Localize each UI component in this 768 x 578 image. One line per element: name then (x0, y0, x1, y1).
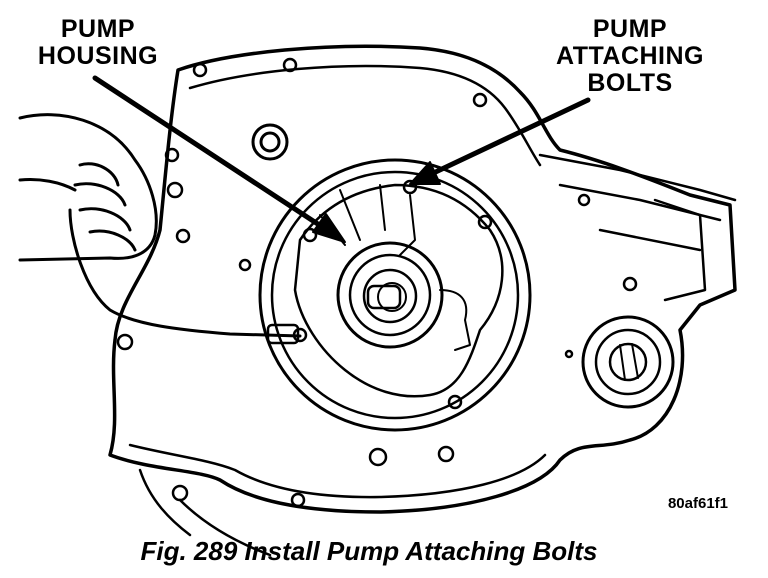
leader-arrow-bolts (409, 97, 591, 185)
figure-caption: Fig. 289 Install Pump Attaching Bolts (140, 536, 598, 566)
output-seal (581, 315, 675, 409)
technician-hand (18, 113, 158, 262)
case-inner-flange (188, 64, 542, 167)
pump-housing (258, 158, 532, 432)
input-shaft-hub (336, 241, 444, 349)
pump-attaching-bolts (292, 179, 493, 410)
tube-fitting (266, 323, 300, 345)
leader-arrow-housing (92, 75, 346, 243)
pump-housing-label-line-2: HOUSING (37, 42, 159, 70)
pump-housing-label: PUMP HOUSING (28, 16, 168, 70)
cooler-tube (68, 208, 302, 338)
pump-housing-label-line-1: PUMP (60, 15, 136, 43)
pump-bolts-label-line-2: ATTACHING (556, 42, 704, 70)
case-boss (251, 123, 289, 161)
figure-code: 80af61f1 (667, 495, 728, 512)
pump-attaching-bolts-label: PUMP ATTACHING BOLTS (545, 16, 715, 97)
pump-bolts-label-line-3: BOLTS (587, 69, 673, 97)
extension-housing (538, 153, 737, 302)
case-flange-lower (128, 443, 547, 499)
pump-bolts-label-line-1: PUMP (592, 15, 668, 43)
case-bolt-holes (116, 57, 638, 508)
lower-case-curve (138, 468, 272, 557)
transmission-case-outline (108, 44, 737, 514)
